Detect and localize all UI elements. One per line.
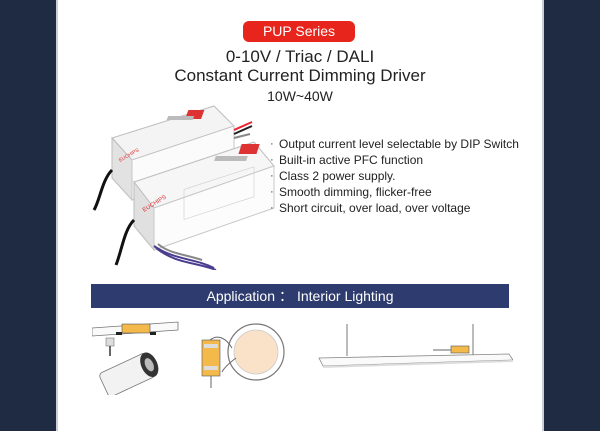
feature-item: ·Output current level selectable by DIP … [270, 137, 519, 151]
title-protocols: 0-10V / Triac / DALI [225, 47, 375, 66]
driver-product-image: EUCHIPS EUCHIPS [92, 105, 275, 270]
front-driver-unit: EUCHIPS [114, 141, 275, 270]
left-frame [0, 0, 58, 431]
feature-item: ·Short circuit, over load, over voltage [270, 201, 471, 215]
application-bar: Application：Interior Lighting [91, 284, 509, 308]
application-label: Application [206, 288, 275, 304]
right-frame [542, 0, 600, 431]
product-panel: PUP Series 0-10V / Triac / DALI Constant… [58, 0, 542, 431]
application-separator: ： [278, 288, 293, 304]
title-wattage: 10W~40W [267, 88, 333, 104]
feature-item: ·Smooth dimming, flicker-free [270, 185, 432, 199]
downlight-icon [201, 323, 285, 388]
feature-list: ·Output current level selectable by DIP … [270, 136, 519, 216]
title-product: Constant Current Dimming Driver [174, 66, 426, 85]
panel-light-icon [318, 324, 513, 368]
series-badge: PUP Series [243, 21, 355, 42]
feature-item: ·Built-in active PFC function [270, 153, 424, 167]
feature-item: ·Class 2 power supply. [270, 169, 396, 183]
application-value: Interior Lighting [296, 288, 394, 304]
track-light-icon [92, 321, 179, 395]
